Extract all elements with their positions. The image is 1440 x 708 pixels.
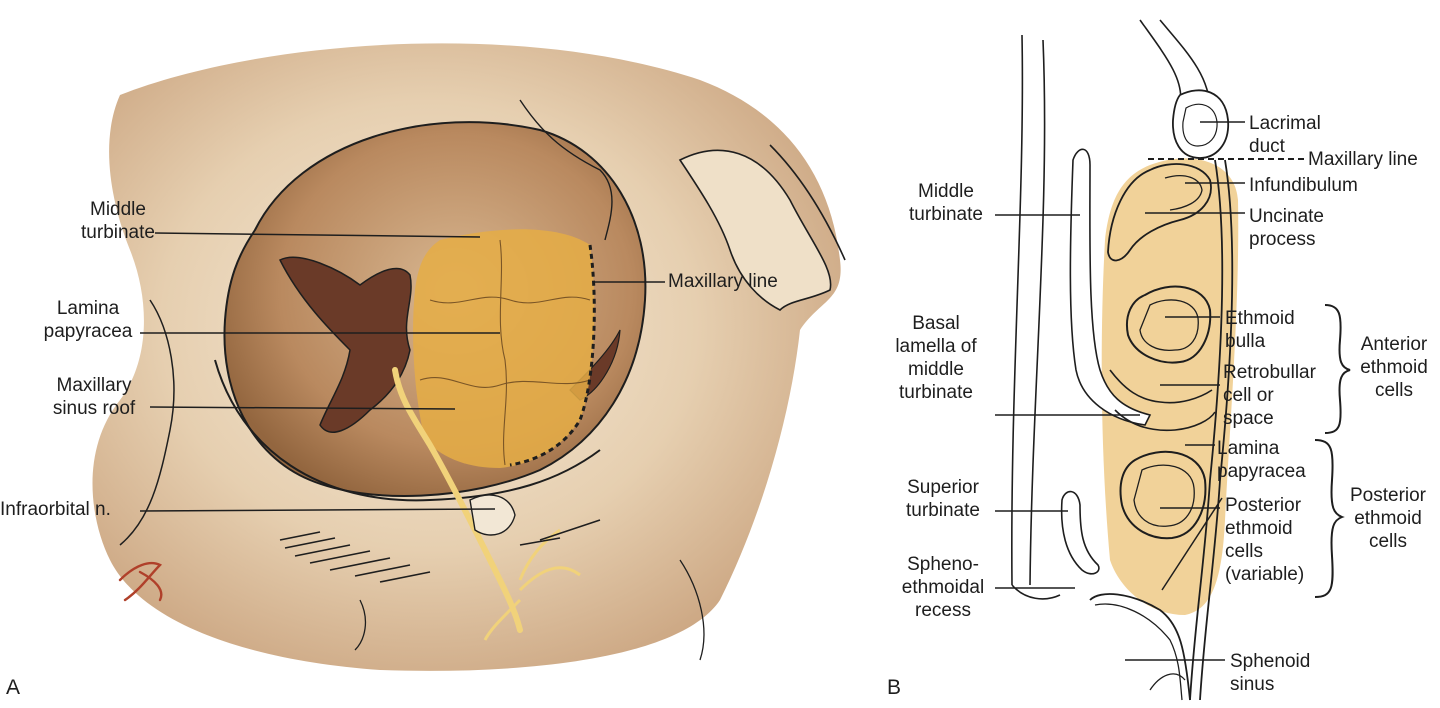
label-b-maxillary-line: Maxillary line — [1308, 149, 1418, 170]
panel-a-illustration — [92, 43, 846, 671]
panel-letter-a: A — [6, 676, 21, 699]
panel-b-leader-lines — [995, 121, 1245, 661]
label-b-sphenoid-sinus: Sphenoid sinus — [1230, 651, 1311, 695]
hatching — [279, 519, 601, 583]
label-b-posterior-ethmoid-cells: Posterior ethmoid cells — [1349, 485, 1427, 552]
panel-letter-b: B — [887, 676, 902, 699]
artist-signature — [118, 561, 163, 602]
label-a-maxillary-sinus-roof: Maxillary sinus roof — [52, 375, 136, 419]
label-a-middle-turbinate: Middle turbinate — [81, 199, 155, 243]
label-b-middle-turbinate: Middle turbinate — [909, 181, 983, 225]
label-b-posterior-ethmoid-variable: Posterior ethmoid cells (variable) — [1225, 495, 1305, 585]
superior-turbinate-shape — [1060, 490, 1100, 575]
label-b-retrobullar: Retrobullar cell or space — [1223, 362, 1316, 429]
sphenoid-shape — [1089, 593, 1191, 701]
label-b-ethmoid-bulla: Ethmoid bulla — [1225, 308, 1295, 352]
lacrimal-duct-shape — [1172, 89, 1229, 159]
label-b-basal-lamella: Basal lamella of middle turbinate — [895, 313, 977, 403]
infraorbital-nerve — [392, 367, 523, 633]
posterior-brace — [1314, 439, 1345, 598]
label-a-infraorbital-nerve: Infraorbital n. — [0, 499, 111, 520]
ethmoid-bulla-shape — [1126, 285, 1212, 364]
middle-turbinate-shape — [1069, 148, 1152, 426]
label-b-uncinate-process: Uncinate process — [1249, 206, 1324, 250]
nasal-bone — [678, 149, 832, 311]
label-b-infundibulum: Infundibulum — [1249, 175, 1358, 196]
orbital-fissure — [278, 256, 412, 433]
label-b-superior-turbinate: Superior turbinate — [906, 477, 980, 521]
label-a-lamina-papyracea: Lamina papyracea — [43, 298, 133, 342]
label-b-lamina-papyracea: Lamina papyracea — [1217, 438, 1306, 482]
label-a-maxillary-line: Maxillary line — [668, 271, 778, 292]
posterior-ethmoid-shape — [1119, 450, 1207, 540]
nasal-septum — [1011, 34, 1046, 586]
panel-a-leader-lines — [139, 232, 665, 512]
label-b-spheno-ethmoidal-recess: Spheno- ethmoidal recess — [901, 554, 985, 621]
label-b-anterior-ethmoid-cells: Anterior ethmoid cells — [1360, 334, 1428, 401]
maxillary-line-dashed — [509, 244, 596, 467]
anterior-brace — [1324, 304, 1351, 434]
uncinate-shape — [1107, 163, 1212, 262]
lamina-papyracea-highlight — [413, 229, 595, 468]
label-b-lacrimal-duct: Lacrimal duct — [1249, 113, 1321, 157]
